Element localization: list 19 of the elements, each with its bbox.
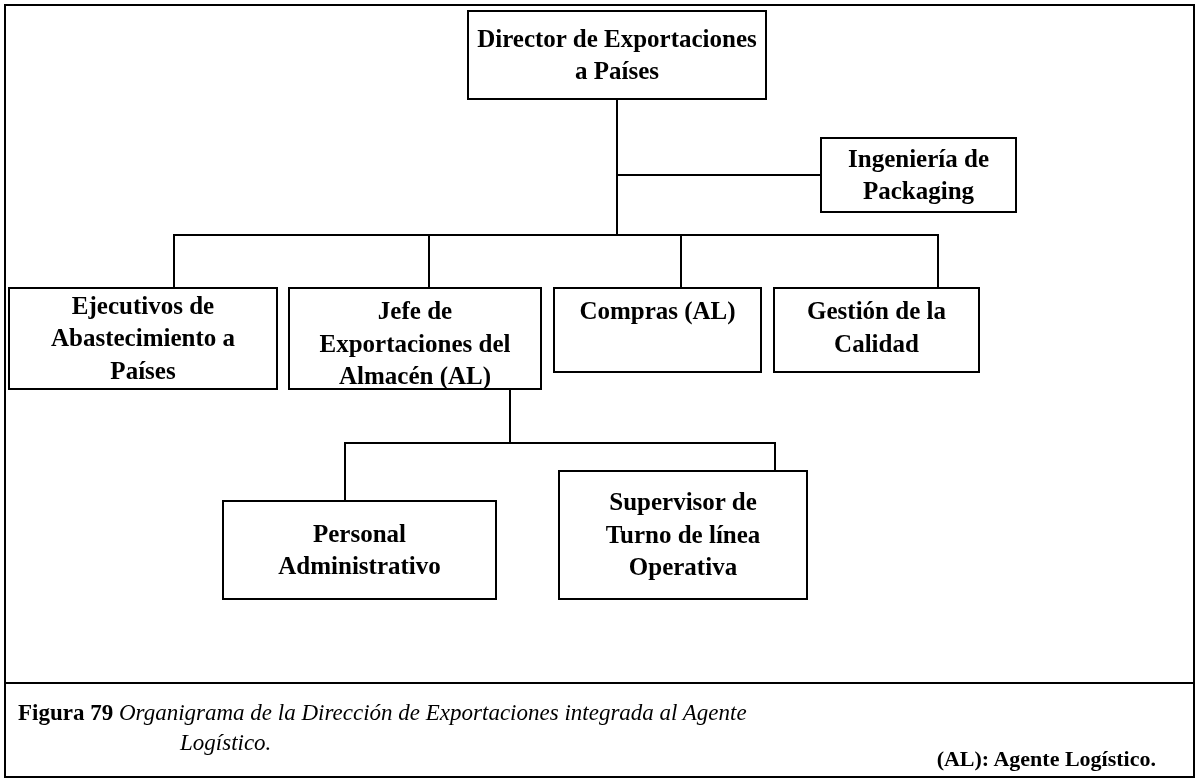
box-label: Director de Exportaciones a Países (477, 23, 757, 86)
note-text: (AL): Agente Logístico. (936, 745, 1156, 773)
org-box (467, 10, 767, 100)
org-box (288, 287, 542, 390)
org-box (222, 500, 497, 600)
org-box (558, 470, 808, 600)
org-box (553, 287, 762, 373)
box-label: Gestión de la Calidad (806, 296, 947, 359)
connector-line (509, 389, 776, 471)
box-label: Compras (AL) (579, 296, 736, 327)
box-label: Jefe de Exportaciones del Almacén (AL) (318, 296, 512, 391)
org-box (8, 287, 278, 390)
org-box (820, 137, 1017, 213)
org-box (773, 287, 980, 373)
box-label: Ingeniería de Packaging (847, 143, 990, 206)
box-label: Personal Administrativo (277, 518, 442, 581)
box-label: Supervisor de Turno de línea Operativa (604, 487, 762, 583)
figure-caption: Figura 79 Organigrama de la Dirección de Exportaciones integrada al Agente Logístico. (18, 699, 748, 757)
box-label: Ejecutivos de Abastecimiento a Países (50, 290, 236, 386)
